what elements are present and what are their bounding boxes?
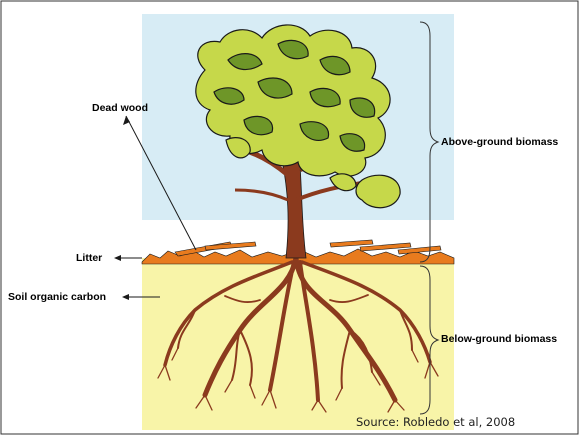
litter-arrow [114,255,142,261]
litter-label: Litter [76,252,102,264]
below-ground-region [142,258,454,430]
dead-wood-label: Dead wood [92,102,148,114]
tree-icon [196,25,400,258]
source-caption: Source: Robledo et al, 2008 [356,415,515,429]
below-ground-biomass-label: Below-ground biomass [441,333,557,345]
above-ground-biomass-label: Above-ground biomass [441,136,558,148]
soil-organic-carbon-label: Soil organic carbon [8,291,106,303]
